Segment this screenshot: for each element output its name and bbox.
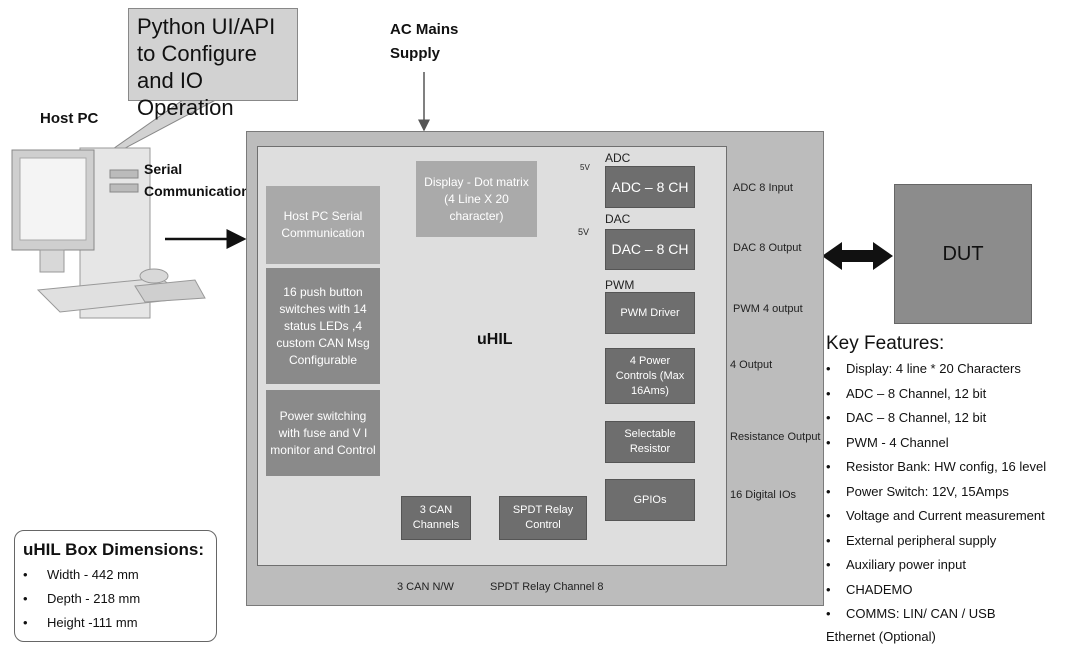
ac-mains-label: AC Mains Supply bbox=[390, 21, 459, 62]
relay-output-label: SPDT Relay Channel 8 bbox=[490, 581, 604, 593]
key-features-extra: Ethernet (Optional) bbox=[826, 628, 936, 644]
key-features-title: Key Features: bbox=[826, 333, 945, 354]
power-controls-box: 4 Power Controls (Max 16Ams) bbox=[605, 348, 695, 404]
relay-box: SPDT Relay Control bbox=[499, 496, 587, 540]
list-item: Display: 4 line * 20 Characters bbox=[826, 357, 1070, 382]
list-item: Height -111 mm bbox=[23, 611, 216, 635]
uhil-label: uHIL bbox=[477, 331, 513, 348]
serial-communication-label: Serial Communication bbox=[144, 161, 250, 199]
list-item: ADC – 8 Channel, 12 bit bbox=[826, 382, 1070, 407]
dimensions-box: uHIL Box Dimensions: Width - 442 mm Dept… bbox=[14, 530, 217, 642]
callout-text: Python UI/API to Configure and IO Operat… bbox=[137, 14, 276, 120]
gpio-box: GPIOs bbox=[605, 479, 695, 521]
power-controls-io-label: 4 Output bbox=[730, 359, 773, 371]
dac-5v-label: 5V bbox=[578, 227, 590, 237]
resistor-io-label: Resistance Output bbox=[730, 431, 821, 443]
display-box: Display - Dot matrix (4 Line X 20 charac… bbox=[416, 161, 537, 237]
adc-box: ADC – 8 CH bbox=[605, 166, 695, 208]
pwm-label: PWM bbox=[605, 278, 635, 292]
key-features: Key Features: Display: 4 line * 20 Chara… bbox=[826, 333, 1070, 647]
list-item: COMMS: LIN/ CAN / USB bbox=[826, 602, 1070, 627]
list-item: Power Switch: 12V, 15Amps bbox=[826, 480, 1070, 505]
bidirectional-arrow bbox=[822, 242, 893, 270]
adc-io-label: ADC 8 Input bbox=[733, 182, 793, 194]
list-item: Resistor Bank: HW config, 16 level bbox=[826, 455, 1070, 480]
adc-5v-label: 5V bbox=[580, 163, 590, 172]
adc-label: ADC bbox=[605, 151, 631, 165]
power-switching-box: Power switching with fuse and V I monito… bbox=[266, 390, 380, 476]
dut-box: DUT bbox=[894, 184, 1032, 324]
list-item: Voltage and Current measurement bbox=[826, 504, 1070, 529]
python-ui-callout: Python UI/API to Configure and IO Operat… bbox=[128, 8, 298, 120]
pwm-io-label: PWM 4 output bbox=[733, 303, 803, 315]
dut-label: DUT bbox=[942, 242, 984, 265]
key-features-list: Display: 4 line * 20 Characters ADC – 8 … bbox=[826, 357, 1070, 627]
pwm-box: PWM Driver bbox=[605, 292, 695, 334]
gpio-io-label: 16 Digital IOs bbox=[730, 489, 797, 501]
dac-io-label: DAC 8 Output bbox=[733, 242, 802, 254]
list-item: CHADEMO bbox=[826, 578, 1070, 603]
list-item: Width - 442 mm bbox=[23, 563, 216, 587]
push-button-box: 16 push button switches with 14 status L… bbox=[266, 268, 380, 384]
dimensions-title: uHIL Box Dimensions: bbox=[23, 540, 205, 559]
list-item: Auxiliary power input bbox=[826, 553, 1070, 578]
dac-label: DAC bbox=[605, 212, 631, 226]
dac-box: DAC – 8 CH bbox=[605, 229, 695, 270]
host-pc-label: Host PC bbox=[40, 110, 99, 127]
dimensions-list: Width - 442 mm Depth - 218 mm Height -11… bbox=[23, 563, 216, 635]
list-item: External peripheral supply bbox=[826, 529, 1070, 554]
resistor-box: Selectable Resistor bbox=[605, 421, 695, 463]
list-item: DAC – 8 Channel, 12 bit bbox=[826, 406, 1070, 431]
desktop-computer-icon bbox=[11, 147, 206, 319]
can-output-label: 3 CAN N/W bbox=[397, 581, 454, 593]
host-serial-box: Host PC Serial Communication bbox=[266, 186, 380, 264]
list-item: Depth - 218 mm bbox=[23, 587, 216, 611]
can-box: 3 CAN Channels bbox=[401, 496, 471, 540]
list-item: PWM - 4 Channel bbox=[826, 431, 1070, 456]
